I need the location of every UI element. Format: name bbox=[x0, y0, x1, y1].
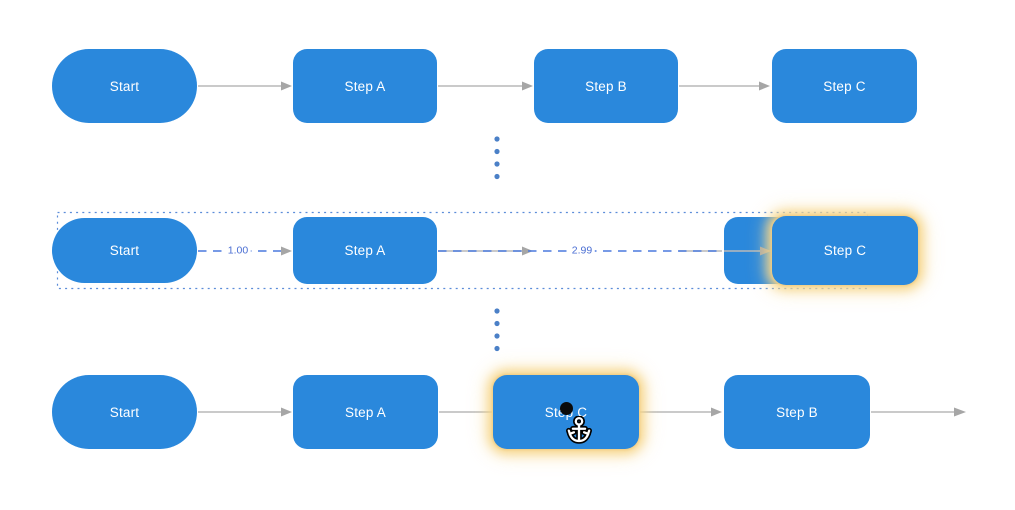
node-label: Step A bbox=[344, 243, 386, 258]
node-step-a-top[interactable]: Step A bbox=[293, 49, 437, 123]
node-step-a-bottom[interactable]: Step A bbox=[293, 375, 438, 449]
edge-top-start-stepa[interactable] bbox=[198, 81, 292, 91]
edge-bottom-start-stepa[interactable] bbox=[198, 407, 292, 417]
edge-bottom-stepb-out[interactable] bbox=[871, 407, 966, 417]
port-dot-icon[interactable] bbox=[560, 402, 573, 415]
edge-order-label[interactable]: 2.99 bbox=[568, 244, 596, 258]
anchor-cursor-icon bbox=[566, 416, 592, 444]
edge-mid-start-stepa[interactable] bbox=[198, 246, 292, 256]
node-label: Step B bbox=[585, 78, 627, 94]
node-start-top[interactable]: Start bbox=[52, 49, 197, 123]
vertical-ellipsis-icon bbox=[494, 308, 500, 352]
node-step-b-bottom[interactable]: Step B bbox=[724, 375, 870, 449]
node-label: Step B bbox=[776, 404, 818, 420]
node-step-c-middle-dragged[interactable]: Step C bbox=[772, 216, 918, 285]
edge-bottom-stepc-stepb[interactable] bbox=[640, 407, 722, 417]
node-step-b-top[interactable]: Step B bbox=[534, 49, 678, 123]
node-start-bottom[interactable]: Start bbox=[52, 375, 197, 449]
edge-top-stepa-stepb[interactable] bbox=[438, 81, 533, 91]
node-label: Start bbox=[109, 243, 140, 258]
node-label: Start bbox=[109, 78, 140, 94]
node-start-middle[interactable]: Start bbox=[52, 218, 197, 283]
node-step-c-top[interactable]: Step C bbox=[772, 49, 917, 123]
node-label: Step C bbox=[823, 243, 867, 258]
node-label: Step C bbox=[823, 78, 866, 94]
edge-top-stepb-stepc[interactable] bbox=[679, 81, 770, 91]
selection-band bbox=[56, 211, 869, 290]
vertical-ellipsis-icon bbox=[494, 136, 500, 180]
node-step-a-middle[interactable]: Step A bbox=[293, 217, 437, 284]
node-label: Start bbox=[109, 404, 140, 420]
node-label: Step A bbox=[344, 78, 386, 94]
node-label: Step A bbox=[345, 404, 386, 420]
edge-order-label[interactable]: 1.00 bbox=[224, 244, 252, 258]
edge-mid-into-dragged-stepc bbox=[724, 246, 771, 256]
